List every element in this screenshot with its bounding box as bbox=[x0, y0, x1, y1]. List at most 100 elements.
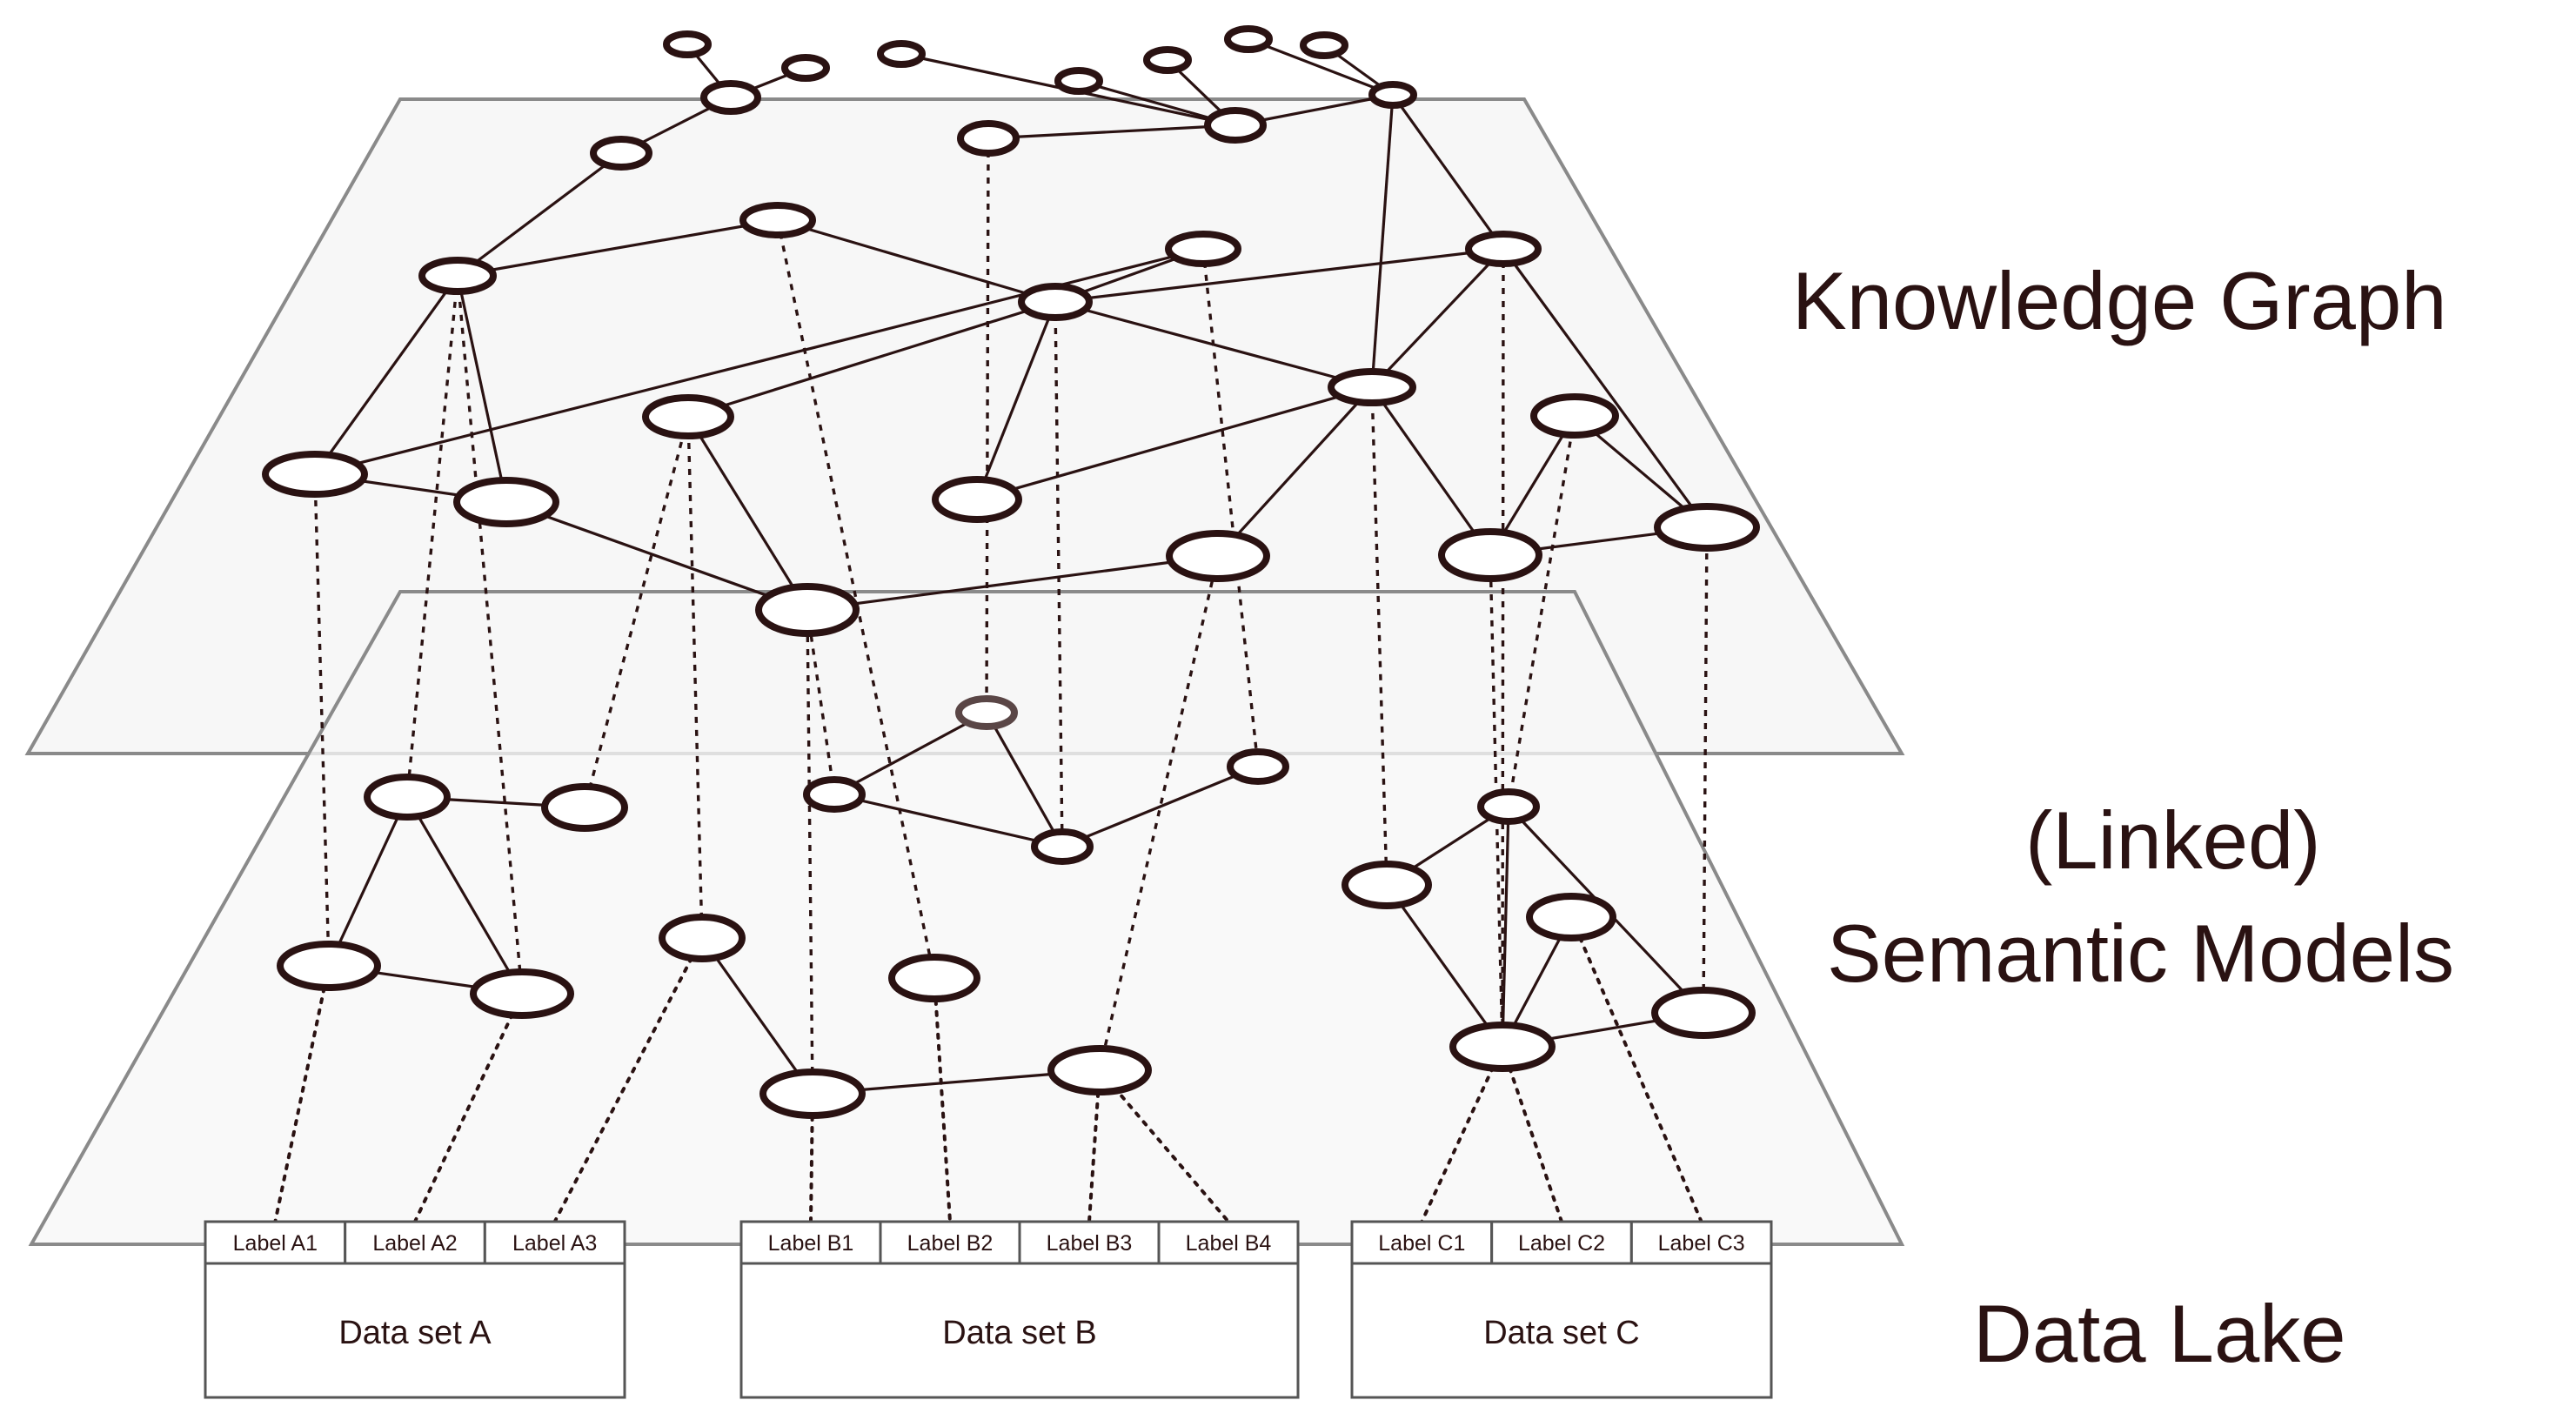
graph-node bbox=[759, 1069, 866, 1119]
column-link bbox=[1087, 1069, 1101, 1223]
graph-node bbox=[1449, 1022, 1556, 1072]
dataset-box bbox=[1350, 1262, 1773, 1399]
column-header bbox=[483, 1220, 626, 1265]
graph-node bbox=[659, 914, 746, 962]
graph-node bbox=[1165, 231, 1241, 267]
graph-edge bbox=[1391, 94, 1505, 250]
column-label: Label C3 bbox=[1658, 1231, 1745, 1256]
graph-edge bbox=[985, 712, 1064, 847]
dataset-a: Data set A Label A1 Label A2 Label A3 bbox=[204, 1220, 626, 1399]
layer-link bbox=[1489, 554, 1504, 1048]
graph-node bbox=[755, 583, 860, 637]
column-link bbox=[933, 976, 952, 1223]
column-label: Label B1 bbox=[768, 1231, 854, 1256]
layer-link bbox=[806, 609, 814, 1095]
graph-node bbox=[1031, 828, 1094, 865]
layer-link bbox=[1507, 415, 1576, 807]
graph-node bbox=[1224, 25, 1273, 53]
layer-planes bbox=[24, 97, 1905, 1246]
graph-edge bbox=[1216, 385, 1374, 558]
graph-edge bbox=[975, 301, 1057, 500]
graph-node bbox=[1530, 393, 1619, 439]
column-header bbox=[879, 1220, 1021, 1265]
graph-edge bbox=[1501, 806, 1510, 1048]
column-header bbox=[1018, 1220, 1161, 1265]
column-header bbox=[1350, 1220, 1494, 1265]
layer-link bbox=[405, 275, 459, 798]
column-link bbox=[413, 992, 524, 1223]
layer-link bbox=[1098, 555, 1220, 1071]
graph-edge bbox=[833, 793, 1063, 848]
dataset-box bbox=[739, 1262, 1300, 1399]
column-header bbox=[344, 1220, 486, 1265]
graph-node bbox=[781, 54, 830, 82]
graph-edge bbox=[700, 937, 814, 1095]
graph-edge bbox=[1054, 247, 1504, 304]
graph-node bbox=[803, 776, 866, 813]
graph-nodes bbox=[262, 25, 1760, 1119]
graph-edge bbox=[456, 275, 508, 503]
graph-edge bbox=[976, 385, 1373, 501]
column-label: Label A1 bbox=[233, 1231, 318, 1256]
graph-node bbox=[1438, 528, 1542, 582]
graph-node bbox=[277, 941, 381, 991]
dataset-box bbox=[204, 1262, 626, 1399]
graph-edge bbox=[1385, 884, 1504, 1048]
graph-node bbox=[1465, 231, 1542, 267]
graph-node bbox=[1047, 1045, 1152, 1095]
layer-link bbox=[313, 473, 331, 967]
graph-edge bbox=[1502, 248, 1709, 528]
layer-link bbox=[1702, 526, 1709, 1014]
layer-link bbox=[1201, 248, 1260, 767]
graph-edge bbox=[1061, 765, 1259, 848]
data-lake-label: Data Lake bbox=[1973, 1288, 2346, 1379]
column-link bbox=[552, 936, 704, 1223]
graph-node bbox=[418, 257, 497, 295]
graph-node bbox=[1018, 283, 1093, 321]
column-header bbox=[739, 1220, 882, 1265]
graph-node bbox=[1651, 987, 1756, 1039]
graph-node bbox=[888, 954, 980, 1002]
graph-node bbox=[364, 774, 451, 821]
graph-edge bbox=[987, 124, 1236, 140]
graph-edge bbox=[327, 796, 409, 967]
graph-node bbox=[1368, 81, 1417, 109]
graph-edge bbox=[1370, 94, 1395, 388]
column-link bbox=[1501, 1045, 1563, 1223]
semantic-models-label: Semantic Models bbox=[1827, 908, 2454, 999]
layer-link bbox=[806, 609, 836, 795]
graph-node bbox=[1227, 748, 1289, 785]
column-label: Label C2 bbox=[1518, 1231, 1605, 1256]
layer-link bbox=[456, 275, 524, 995]
column-link bbox=[1098, 1069, 1230, 1223]
graph-node bbox=[262, 451, 368, 498]
graph-node bbox=[955, 695, 1018, 730]
graph-edge bbox=[806, 554, 1219, 612]
knowledge-graph-label: Knowledge Graph bbox=[1792, 255, 2447, 346]
graph-edge bbox=[405, 796, 524, 995]
column-label: Label C1 bbox=[1378, 1231, 1465, 1256]
graph-node bbox=[1054, 67, 1103, 95]
graph-edge bbox=[1248, 37, 1394, 97]
column-label: Label B2 bbox=[907, 1231, 994, 1256]
dataset-name: Data set A bbox=[338, 1315, 492, 1351]
graph-edge bbox=[457, 151, 622, 278]
column-label: Label A2 bbox=[372, 1231, 457, 1256]
column-label: Label B4 bbox=[1186, 1231, 1272, 1256]
graph-node bbox=[877, 40, 926, 68]
column-header bbox=[1629, 1220, 1773, 1265]
graph-edge bbox=[833, 711, 987, 796]
column-link bbox=[273, 964, 331, 1223]
dataset-name: Data set B bbox=[942, 1315, 1096, 1351]
graph-edge bbox=[505, 500, 808, 612]
column-label: Label A3 bbox=[512, 1231, 597, 1256]
graph-node bbox=[1300, 31, 1348, 59]
column-header bbox=[204, 1220, 347, 1265]
graph-node bbox=[1328, 368, 1416, 406]
column-label: Label B3 bbox=[1047, 1231, 1133, 1256]
layer-link bbox=[1501, 248, 1505, 1048]
graph-edge bbox=[313, 275, 459, 475]
graph-edge bbox=[686, 416, 809, 611]
column-link bbox=[1569, 915, 1703, 1223]
